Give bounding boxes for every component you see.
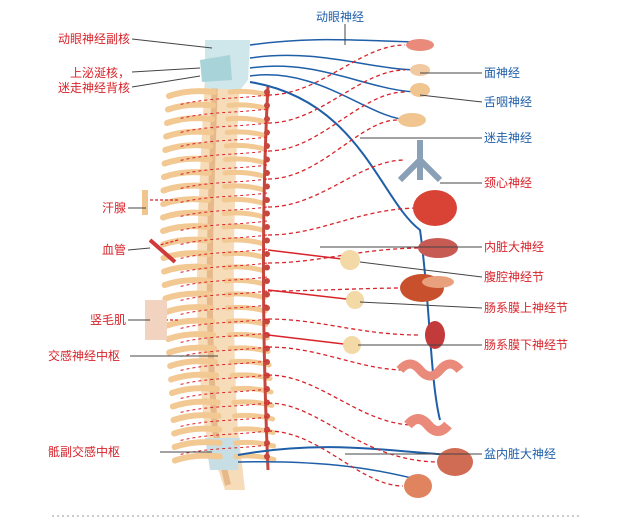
label-facial-nerve: 面神经 (484, 66, 520, 80)
bladder (437, 448, 473, 476)
superior-mesenteric-ganglion-marker (346, 291, 364, 309)
trachea-lungs (400, 140, 440, 180)
small-intestine (400, 364, 460, 376)
liver (418, 238, 458, 258)
genital-organ (404, 474, 432, 498)
label-oculomotor-nerve: 动眼神经 (316, 10, 364, 24)
label-arrector-pili: 竖毛肌 (90, 313, 126, 327)
label-blood-vessel: 血管 (102, 243, 126, 257)
label-sacral-parasympathetic-center: 骶副交感中枢 (48, 445, 120, 459)
label-sweat-gland: 汗腺 (102, 201, 126, 215)
celiac-ganglion-marker (340, 250, 360, 270)
large-intestine (408, 419, 448, 431)
label-salivatory-nuclei-line1: 上泌涎核， (40, 66, 130, 80)
lacrimal-gland (410, 64, 430, 76)
label-superior-mesenteric-ganglion: 肠系膜上神经节 (484, 301, 568, 315)
label-sympathetic-center: 交感神经中枢 (48, 349, 120, 363)
label-greater-splanchnic-nerve: 内脏大神经 (484, 240, 544, 254)
label-inferior-mesenteric-ganglion: 肠系膜下神经节 (484, 338, 568, 352)
parotid-gland (398, 113, 426, 127)
salivary-gland (410, 83, 430, 97)
label-oculomotor-accessory-nucleus: 动眼神经副核 (40, 32, 130, 46)
eye-organ (406, 39, 434, 51)
heart (413, 190, 457, 226)
label-pelvic-splanchnic-nerve: 盆内脏大神经 (484, 447, 556, 461)
sweat-gland-shape (142, 190, 148, 215)
label-cervical-cardiac-nerve: 颈心神经 (484, 176, 532, 190)
label-celiac-ganglion: 腹腔神经节 (484, 270, 544, 284)
pancreas (422, 276, 454, 288)
label-vagus-nerve: 迷走神经 (484, 131, 532, 145)
label-salivatory-nuclei-line2: 迷走神经背核 (40, 81, 130, 95)
label-glossopharyngeal-nerve: 舌咽神经 (484, 95, 532, 109)
